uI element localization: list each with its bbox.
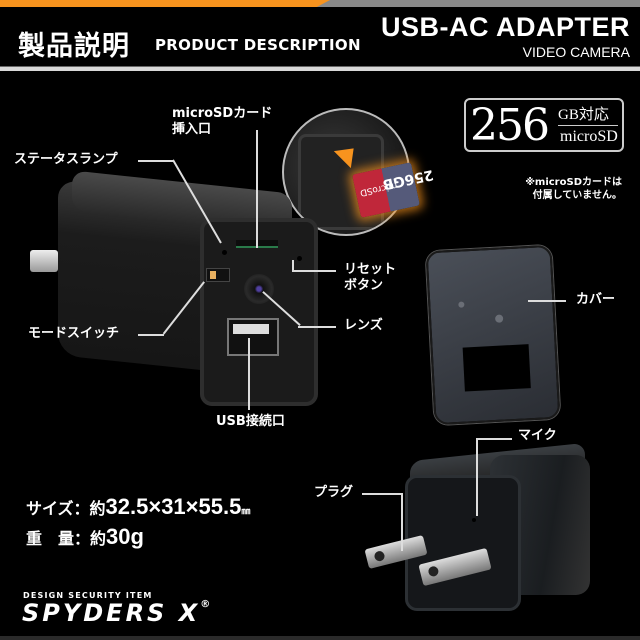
leader-line-reset-v — [292, 260, 294, 270]
callout-sd-slot-line1: microSDカード — [172, 106, 273, 121]
callout-sd-slot-line2: 挿入口 — [172, 122, 212, 137]
spec-size-value: 32.5×31×55.5 — [105, 494, 242, 519]
capacity-unit: GB対応 — [558, 107, 609, 123]
leader-line-cover — [528, 300, 566, 302]
page-title-en: PRODUCT DESCRIPTION — [155, 36, 361, 54]
badge-divider — [558, 125, 618, 126]
callout-sd-slot: microSDカード 挿入口 — [172, 106, 272, 138]
capacity-number: 256 — [470, 100, 550, 151]
top-stripe-accent — [0, 0, 330, 7]
callout-lens: レンズ — [344, 318, 383, 333]
microphone — [472, 518, 476, 522]
leader-line-sd — [256, 130, 258, 248]
spec-weight: 重 量：約30g — [26, 524, 144, 550]
leader-line-mic-h — [476, 438, 512, 440]
top-stripe — [0, 0, 640, 7]
brand-logo: SPYDERS X® — [22, 599, 213, 627]
leader-line-mode-h — [138, 334, 164, 336]
spec-weight-value: 30g — [106, 524, 144, 549]
leader-line-plug-h — [362, 493, 402, 495]
bottom-strip — [0, 636, 640, 640]
spec-size: サイズ：約32.5×31×55.5㎜ — [26, 494, 250, 520]
spec-size-label: サイズ：約 — [26, 499, 106, 518]
leader-line-usb — [248, 338, 250, 410]
callout-mode-switch: モードスイッチ — [28, 326, 120, 341]
status-lamp — [222, 250, 227, 255]
sd-not-included-note: ※microSDカードは 付属していません。 — [525, 176, 622, 202]
leader-line-status-h — [138, 160, 173, 162]
reset-button — [297, 256, 302, 261]
callout-reset-button: リセット ボタン — [344, 262, 396, 294]
capacity-media: microSD — [560, 128, 618, 145]
product-type: VIDEO CAMERA — [522, 44, 630, 60]
page-title-jp: 製品説明 — [18, 31, 130, 62]
product-name: USB-AC ADAPTER — [381, 12, 630, 42]
callout-mic: マイク — [518, 428, 557, 443]
leader-line-lens-h — [298, 326, 336, 328]
spec-size-unit: ㎜ — [241, 507, 251, 517]
brand-tagline: DESIGN SECURITY ITEM — [23, 591, 153, 600]
callout-usb-port: USB接続口 — [216, 414, 285, 429]
registered-mark: ® — [200, 599, 214, 610]
callout-status-lamp: ステータスランプ — [14, 152, 118, 167]
header-divider — [0, 66, 640, 71]
usb-port — [227, 318, 279, 356]
spec-weight-label: 重 量：約 — [26, 529, 107, 548]
callout-reset-line2: ボタン — [344, 278, 384, 293]
brand-name: SPYDERS X — [22, 599, 201, 627]
plug-prong — [30, 250, 58, 272]
leader-line-reset-h — [292, 270, 336, 272]
mode-switch — [206, 268, 230, 282]
callout-cover: カバー — [576, 292, 616, 307]
callout-plug: プラグ — [314, 485, 354, 500]
note-line-1: ※microSDカードは — [525, 177, 622, 188]
leader-line-mic-v — [476, 438, 478, 516]
camera-cover — [425, 244, 561, 426]
leader-line-plug-v — [401, 493, 403, 551]
note-line-2: 付属していません。 — [532, 190, 622, 201]
header-bar — [0, 7, 640, 66]
callout-reset-line1: リセット — [344, 262, 397, 277]
capacity-badge: 256 GB対応 microSD — [464, 98, 624, 152]
device-front-panel — [200, 218, 318, 406]
sd-card-capacity: 256GB — [381, 166, 435, 193]
